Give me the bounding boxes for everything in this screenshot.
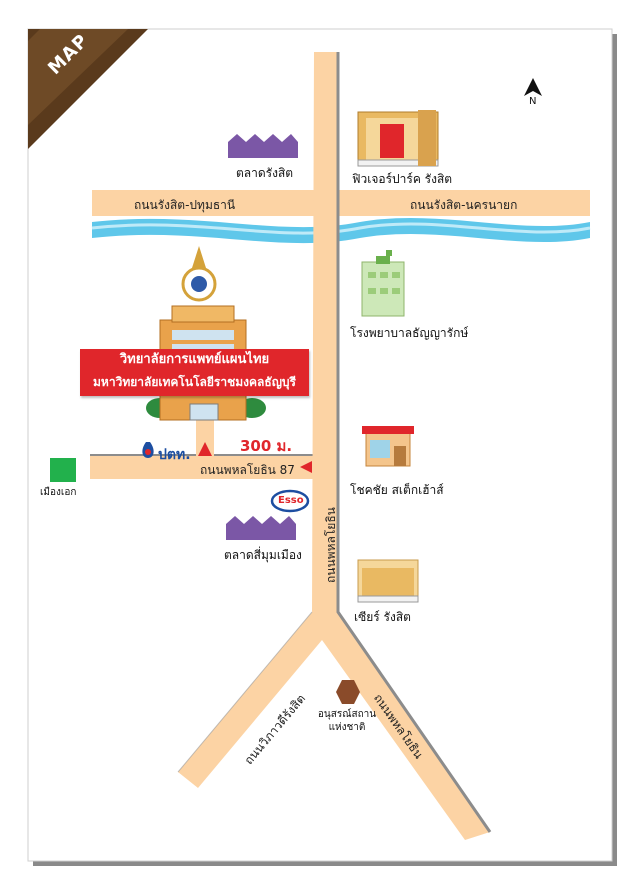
road-label-phahonyothin: ถนนพหลโยธิน bbox=[324, 507, 338, 583]
road-college-stub bbox=[196, 418, 214, 458]
college-banner: วิทยาลัยการแพทย์แผนไทย มหาวิทยาลัยเทคโนโ… bbox=[80, 349, 309, 396]
market-icon bbox=[228, 134, 298, 158]
monument-icon bbox=[336, 680, 360, 704]
place-label-zeer: เซียร์ รังสิต bbox=[354, 610, 411, 624]
restaurant-icon bbox=[362, 426, 414, 467]
ptt-logo-icon bbox=[142, 442, 154, 458]
market-icon bbox=[226, 516, 296, 540]
ptt-label: ปตท. bbox=[158, 447, 191, 463]
road-soi87 bbox=[90, 455, 316, 479]
place-label-monument: อนุสรณ์สถานแห่งชาติ bbox=[317, 709, 377, 733]
place-label-muang-ek: เมืองเอก bbox=[40, 487, 77, 498]
place-label-market-4: ตลาดสี่มุมเมือง bbox=[224, 548, 302, 562]
distance-label: 300 ม. bbox=[240, 437, 293, 455]
esso-logo-icon bbox=[270, 489, 310, 513]
place-label-steak-house: โชคชัย สเต็กเฮ้าส์ bbox=[350, 483, 444, 497]
mall-icon bbox=[357, 110, 439, 167]
canal-highlight bbox=[91, 222, 591, 235]
esso-label: Esso bbox=[278, 495, 304, 506]
road-edge-left bbox=[177, 611, 313, 773]
road-label-rangsit-pathum: ถนนรังสิต-ปทุมธานี bbox=[134, 198, 236, 212]
hospital-icon bbox=[361, 250, 405, 317]
place-label-talad-rangsit: ตลาดรังสิต bbox=[236, 166, 294, 180]
map-tag bbox=[28, 29, 148, 149]
north-label: N bbox=[529, 96, 537, 107]
college-name-line2: มหาวิทยาลัยเทคโนโลยีราชมงคลธัญบุรี bbox=[93, 375, 296, 389]
road-label-phahon87: ถนนพหลโยธิน 87 bbox=[200, 463, 295, 477]
mall-icon bbox=[357, 559, 419, 603]
road-phahonyothin bbox=[178, 52, 490, 840]
road-label-rangsit-nakhon: ถนนรังสิต-นครนายก bbox=[410, 198, 518, 212]
north-arrow-icon bbox=[524, 78, 542, 96]
university-emblem-icon bbox=[181, 246, 217, 302]
road-rangsit bbox=[92, 190, 590, 216]
road-edge-right bbox=[336, 52, 492, 833]
place-label-hospital: โรงพยาบาลธัญญารักษ์ bbox=[350, 326, 469, 340]
marker-arrow-up-icon bbox=[198, 442, 212, 456]
marker-arrow-left-icon bbox=[300, 461, 312, 473]
college-name-line1: วิทยาลัยการแพทย์แผนไทย bbox=[119, 352, 270, 367]
muang-ek-marker bbox=[50, 458, 76, 482]
place-label-future-park: ฟิวเจอร์ปาร์ค รังสิต bbox=[352, 172, 453, 186]
